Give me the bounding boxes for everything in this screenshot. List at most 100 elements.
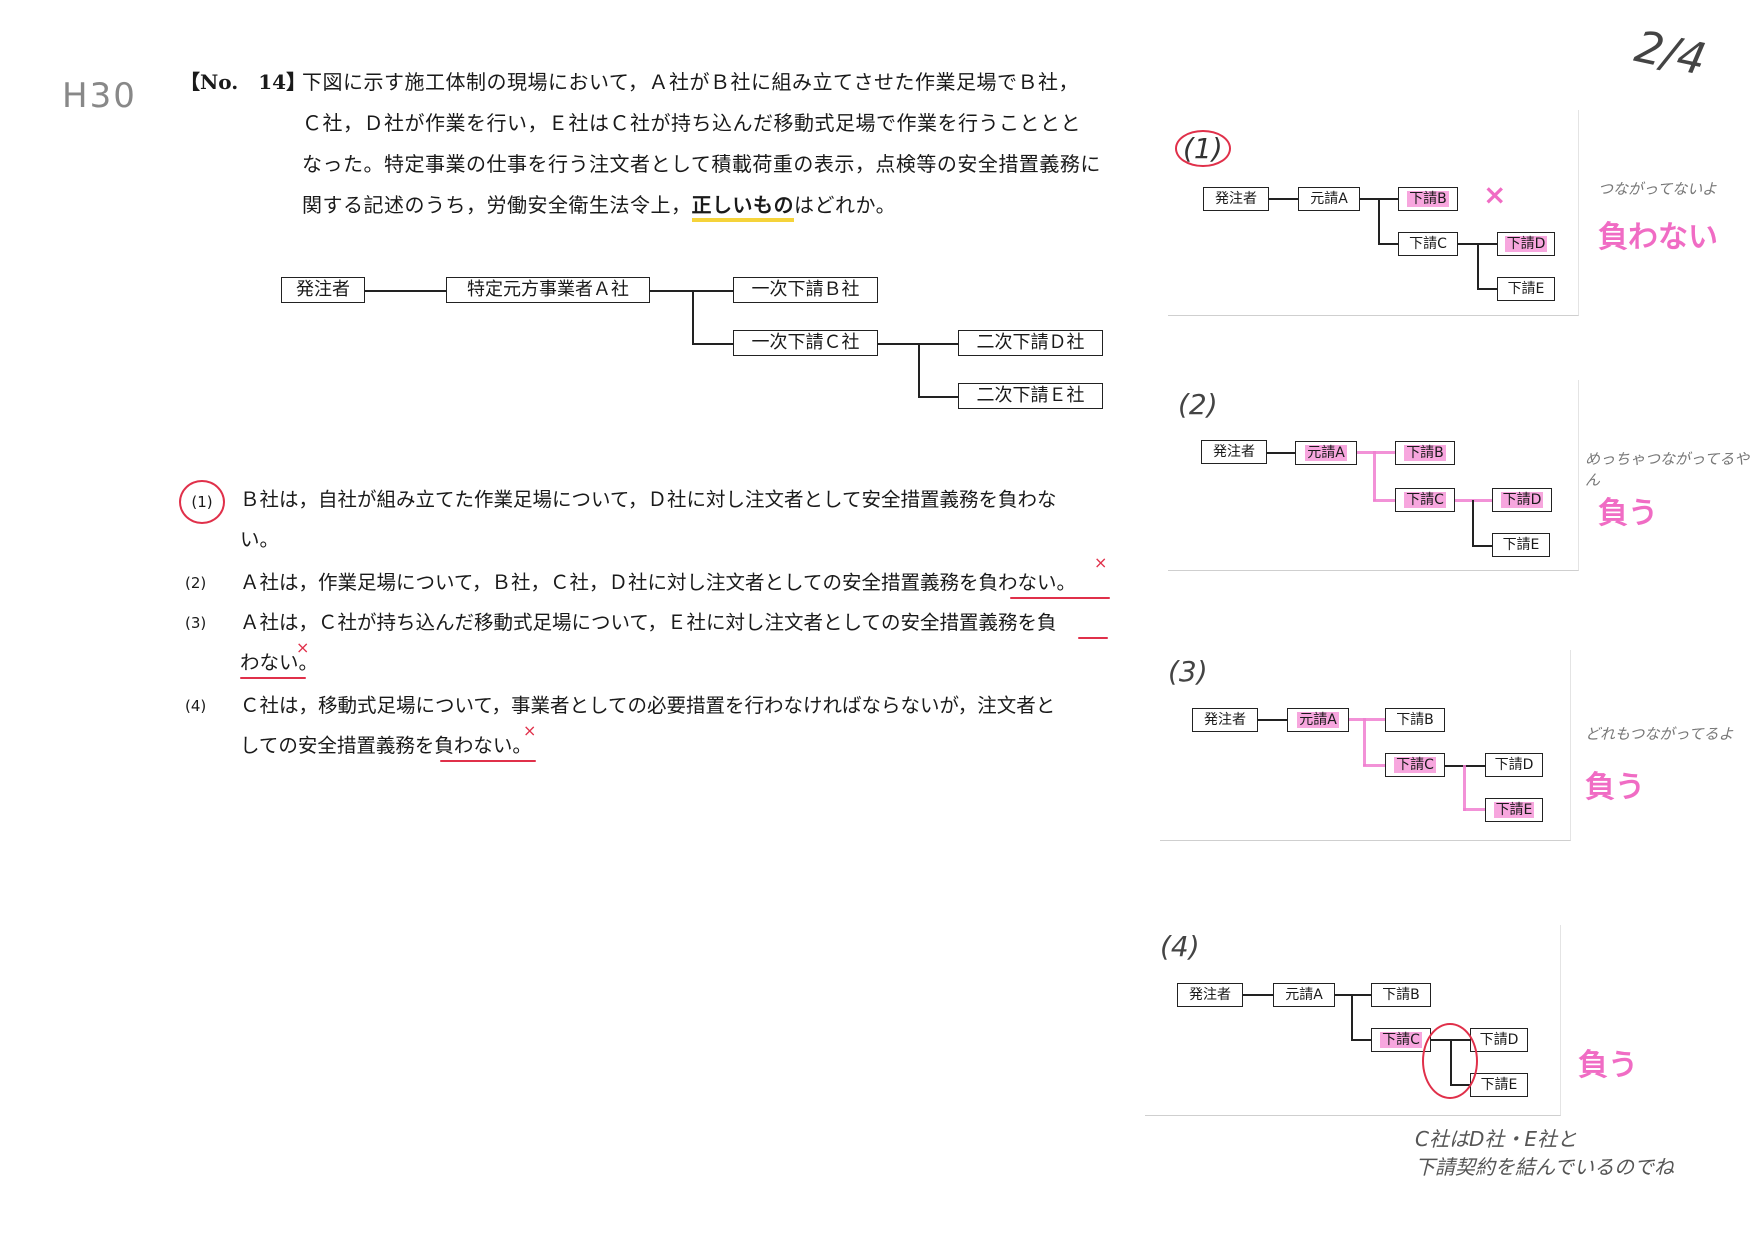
pink-path	[1349, 718, 1385, 721]
mini-c-label: 下請C	[1404, 492, 1446, 508]
connector-line	[918, 343, 920, 396]
option-4: (4) Ｃ社は，移動式足場について，事業者としての必要措置を行わなければならない…	[185, 686, 1120, 766]
red-x-mark: ×	[523, 721, 537, 740]
mini-line	[1267, 452, 1295, 454]
pink-path	[1463, 808, 1485, 811]
option-number: (2)	[185, 574, 207, 592]
mini-line	[1335, 994, 1371, 996]
option-2: (2) Ａ社は，作業足場について，Ｂ社，Ｃ社，Ｄ社に対し注文者としての安全措置義…	[185, 563, 1120, 603]
question-line-start: 関する記述のうち，労働安全衛生法令上，	[302, 193, 692, 217]
question-line-end: はどれか。	[794, 193, 897, 217]
mini-line	[1477, 288, 1497, 290]
sub-c-box: 一次下請Ｃ社	[733, 330, 878, 356]
question-line: Ｃ社，Ｄ社が作業を行い，Ｅ社はＣ社が持ち込んだ移動式足場で作業を行うこととと	[302, 111, 1081, 135]
panel-1-label: (1)	[1175, 130, 1231, 167]
option-1: (1) Ｂ社は，自社が組み立てた作業足場について，Ｄ社に対し注文者として安全措置…	[179, 480, 1120, 560]
prime-box: 特定元方事業者Ａ社	[446, 277, 650, 303]
bottom-note: C社はD社・E社と 下請契約を結んでいるのでね	[1415, 1125, 1674, 1181]
year-note: H30	[62, 76, 137, 116]
option-line: Ｃ社は，移動式足場について，事業者としての必要措置を行わなければならないが，注文…	[240, 694, 1056, 717]
mini-b-box: 下請B	[1371, 983, 1431, 1007]
mini-c-box: 下請C	[1385, 753, 1445, 777]
connector-line	[692, 290, 694, 343]
panel-1-verdict: 負わない	[1598, 220, 1718, 255]
mini-b-label: 下請B	[1407, 191, 1449, 207]
mini-d-box: 下請D	[1485, 753, 1543, 777]
mini-line	[1243, 994, 1273, 996]
pink-path	[1357, 451, 1395, 454]
mini-d-box: 下請D	[1492, 488, 1552, 512]
red-underline	[440, 760, 536, 762]
mini-d-box: 下請D	[1497, 232, 1555, 256]
option-line: しての安全措置義務を負わない。	[240, 734, 532, 757]
mini-line	[1351, 1039, 1371, 1041]
panel-1	[1168, 110, 1579, 316]
red-circle-mark	[1422, 1023, 1478, 1099]
mini-b-label: 下請B	[1404, 445, 1446, 461]
connector-line	[692, 343, 733, 345]
mini-d-box: 下請D	[1470, 1028, 1528, 1052]
mini-c-box: 下請C	[1395, 488, 1455, 512]
mini-c-box: 下請C	[1371, 1028, 1431, 1052]
mini-line	[1472, 500, 1474, 545]
option-line: わない。	[240, 651, 319, 674]
mini-prime-box: 元請A	[1287, 708, 1349, 732]
red-x-mark: ×	[296, 638, 310, 657]
panel-1-x-mark: ×	[1483, 178, 1507, 211]
panel-4	[1145, 925, 1561, 1116]
mini-e-box: 下請E	[1485, 798, 1543, 822]
pink-path	[1363, 718, 1366, 766]
mini-b-box: 下請B	[1398, 187, 1458, 211]
question-text: 下図に示す施工体制の現場において，Ａ社がＢ社に組み立てさせた作業足場でＢ社， Ｃ…	[302, 62, 1122, 226]
mini-e-box: 下請E	[1470, 1073, 1528, 1097]
mini-prime-box: 元請A	[1298, 187, 1360, 211]
red-underline	[1010, 597, 1110, 599]
mini-orderer-box: 発注者	[1177, 983, 1243, 1007]
question-line: 下図に示す施工体制の現場において，Ａ社がＢ社に組み立てさせた作業足場でＢ社，	[302, 70, 1079, 94]
mini-prime-label: 元請A	[1305, 445, 1347, 461]
pink-path	[1363, 764, 1385, 767]
page-number: 2/4	[1630, 21, 1711, 86]
panel-1-note: つながってないよ	[1598, 180, 1717, 198]
connector-line	[918, 396, 958, 398]
bottom-note-line: C社はD社・E社と	[1415, 1127, 1578, 1151]
sub-d-box: 二次下請Ｄ社	[958, 330, 1103, 356]
red-x-mark: ×	[1094, 553, 1108, 572]
option-number: (4)	[185, 697, 207, 715]
mini-orderer-box: 発注者	[1201, 440, 1267, 464]
option-number: (3)	[185, 614, 207, 632]
mini-line	[1351, 994, 1353, 1039]
mini-e-box: 下請E	[1492, 533, 1550, 557]
sub-e-box: 二次下請Ｅ社	[958, 383, 1103, 409]
pink-path	[1463, 765, 1466, 811]
option-line: Ａ社は，Ｃ社が持ち込んだ移動式足場について，Ｅ社に対し注文者としての安全措置義務…	[240, 611, 1057, 634]
option-line: い。	[240, 528, 280, 551]
question-number: 【No. 14】	[180, 70, 307, 94]
mini-prime-box: 元請A	[1273, 983, 1335, 1007]
connector-line	[365, 290, 446, 292]
pink-path	[1373, 499, 1395, 502]
emphasis-text: 正しいもの	[691, 193, 794, 222]
mini-line	[1378, 243, 1398, 245]
panel-3-note: どれもつながってるよ	[1585, 725, 1734, 743]
mini-line	[1477, 243, 1479, 288]
mini-b-box: 下請B	[1385, 708, 1445, 732]
pink-path	[1455, 499, 1492, 502]
mini-orderer-box: 発注者	[1203, 187, 1269, 211]
panel-2-label: (2)	[1178, 388, 1218, 421]
mini-prime-label: 元請A	[1297, 712, 1339, 728]
orderer-box: 発注者	[281, 277, 365, 303]
panel-2	[1168, 380, 1579, 571]
option-line: Ｂ社は，自社が組み立てた作業足場について，Ｄ社に対し注文者として安全措置義務を負…	[240, 488, 1057, 511]
mini-c-box: 下請C	[1398, 232, 1458, 256]
mini-b-box: 下請B	[1395, 441, 1455, 465]
panel-2-verdict: 負う	[1598, 496, 1658, 531]
panel-4-label: (4)	[1160, 930, 1200, 963]
panel-3-label: (3)	[1168, 655, 1208, 688]
mini-line	[1472, 545, 1492, 547]
option-3: (3) Ａ社は，Ｃ社が持ち込んだ移動式足場について，Ｅ社に対し注文者としての安全…	[185, 603, 1120, 683]
question-line: なった。特定事業の仕事を行う注文者として積載荷重の表示，点検等の安全措置義務に	[302, 152, 1101, 176]
mini-prime-box: 元請A	[1295, 441, 1357, 465]
mini-c-label: 下請C	[1394, 757, 1436, 773]
panel-3	[1160, 650, 1571, 841]
